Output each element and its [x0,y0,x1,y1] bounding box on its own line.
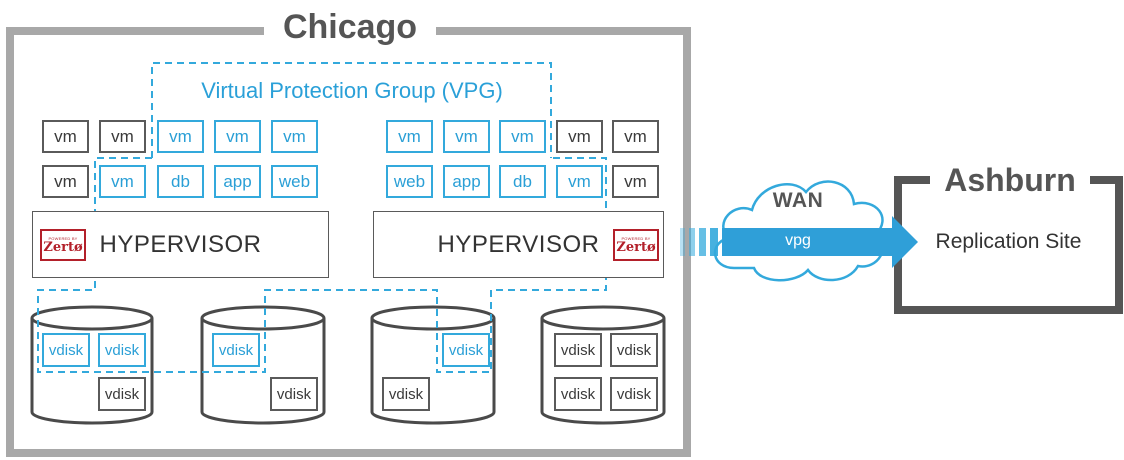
vpg-vm-box: vm [157,120,204,153]
vm-box: vm [42,165,89,198]
vpg-vm-box: vm [443,120,490,153]
ashburn-title: Ashburn [930,158,1090,202]
zerto-logo-left: POWERED BY Zertø [40,229,86,261]
vpg-title: Virtual Protection Group (VPG) [201,78,503,103]
vm-box: vm [612,120,659,153]
vpg-arrow-label: vpg [785,232,811,249]
hypervisor-right: HYPERVISOR [373,211,664,278]
disk-cylinder-4-top [540,305,666,331]
vpg-vm-box: vm [499,120,546,153]
vm-box: vm [556,120,603,153]
vpg-app-box: app [214,165,261,198]
chicago-title: Chicago [264,4,436,50]
vm-box: vm [42,120,89,153]
vpg-web-box: web [386,165,433,198]
wan-label: WAN [772,189,824,212]
zerto-logo-right: POWERED BY Zertø [613,229,659,261]
vpg-vm-box: vm [99,165,146,198]
vpg-web-box: web [271,165,318,198]
disk-cylinder-3-top [370,305,496,331]
arrow-stripes [680,228,718,256]
vdisk-box: vdisk [554,377,602,411]
vpg-db-box: db [157,165,204,198]
vpg-vdisk-box: vdisk [212,333,260,367]
vpg-vm-box: vm [556,165,603,198]
vpg-vm-box: vm [386,120,433,153]
vpg-vm-box: vm [271,120,318,153]
vdisk-box: vdisk [610,377,658,411]
vdisk-box: vdisk [610,333,658,367]
vpg-vm-box: vm [214,120,261,153]
disk-cylinder-2-top [200,305,326,331]
vdisk-box: vdisk [98,377,146,411]
vpg-vdisk-box: vdisk [442,333,490,367]
vdisk-box: vdisk [270,377,318,411]
vpg-vdisk-box: vdisk [42,333,90,367]
vm-box: vm [99,120,146,153]
vpg-db-box: db [499,165,546,198]
vpg-boundary [37,62,607,373]
vpg-app-box: app [443,165,490,198]
vm-box: vm [612,165,659,198]
replication-site-label: Replication Site [935,230,1082,253]
vdisk-box: vdisk [382,377,430,411]
vpg-vdisk-box: vdisk [98,333,146,367]
disk-cylinder-1-top [30,305,154,331]
vpg-arrow [722,216,918,268]
vdisk-box: vdisk [554,333,602,367]
